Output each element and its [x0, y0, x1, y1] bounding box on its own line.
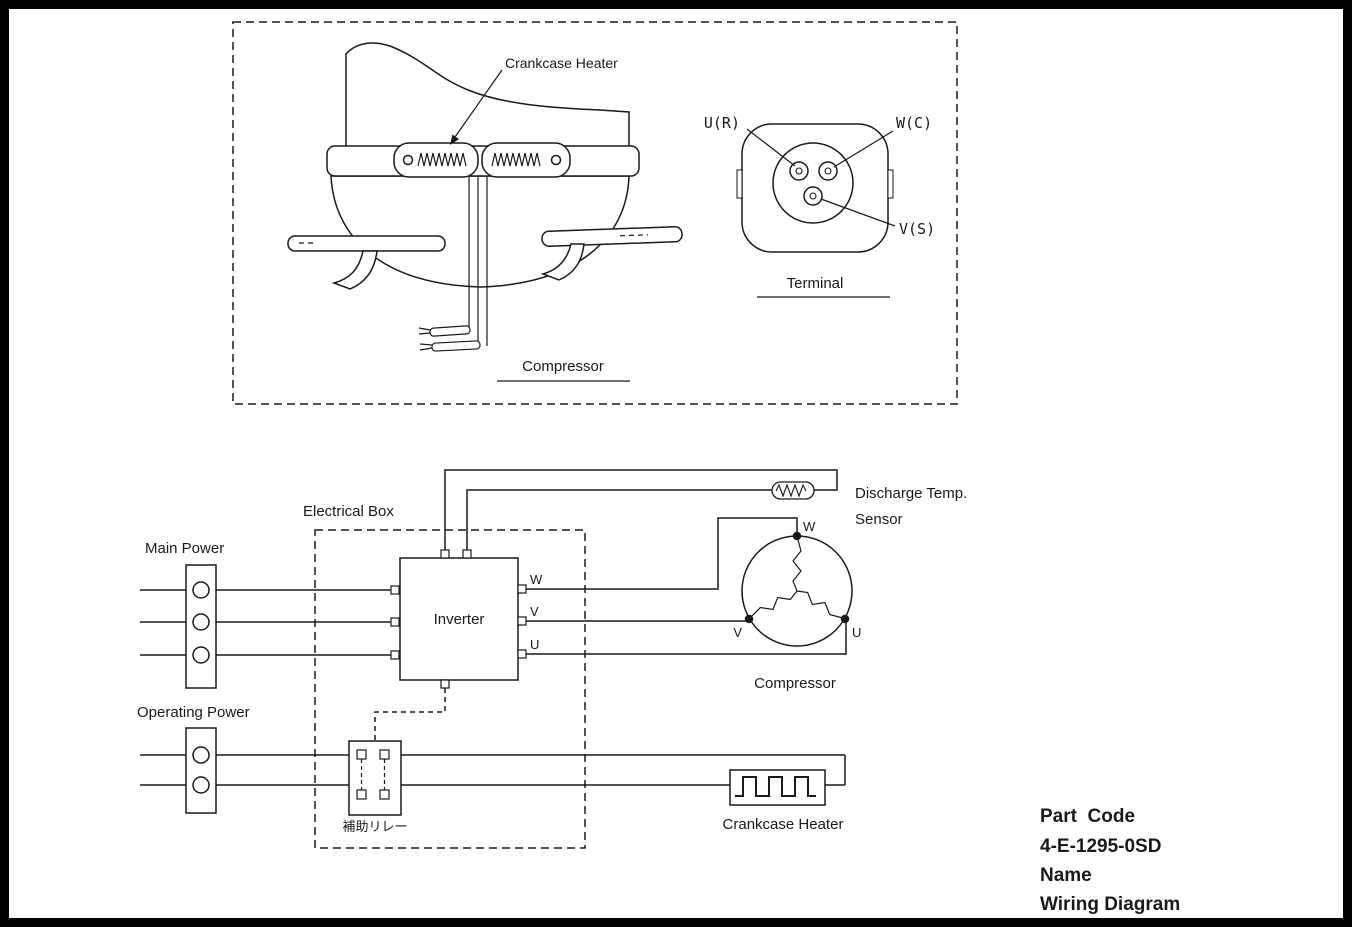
discharge-sensor-label-line1: Discharge Temp.	[855, 485, 967, 502]
name-label: Name	[1040, 865, 1092, 886]
terminal-pin-ur-label: U(R)	[704, 114, 740, 132]
part-code-value: 4-E-1295-0SD	[1040, 836, 1161, 857]
terminal-detail	[736, 123, 896, 253]
motor-windings	[748, 535, 845, 620]
crankcase-heater-label-top: Crankcase Heater	[505, 55, 618, 71]
crankcase-heater-label: Crankcase Heater	[723, 816, 844, 833]
terminal-pin-vs-label: V(S)	[899, 220, 935, 238]
terminal-pin-w	[818, 161, 838, 181]
compressor-illustration	[287, 42, 683, 352]
crankcase-heater-box	[729, 769, 826, 806]
operating-power-label: Operating Power	[137, 704, 250, 721]
relay-box	[348, 740, 402, 816]
inverter-out-v-label: V	[530, 604, 539, 619]
right-mount-bracket	[541, 226, 683, 247]
inverter-out-u-label: U	[530, 637, 539, 652]
compressor-terminal-v-label: V	[733, 625, 742, 640]
left-foot	[331, 250, 378, 290]
terminal-pin-u	[789, 161, 809, 181]
terminal-pin-wc-label: W(C)	[896, 114, 932, 132]
main-power-terminal-block	[185, 564, 217, 689]
terminal-pin-v	[803, 186, 823, 206]
discharge-sensor-label-line2: Sensor	[855, 511, 903, 528]
electrical-box	[314, 529, 586, 849]
right-foot	[540, 243, 585, 281]
crankcase-heater-callout: Crankcase Heater	[450, 55, 618, 145]
inverter-out-w-label: W	[530, 572, 543, 587]
relay-label: 補助リレー	[342, 819, 407, 834]
lead-connectors	[418, 325, 481, 352]
detail-panel-border	[232, 21, 958, 405]
inverter-label: Inverter	[434, 611, 485, 628]
name-value: Wiring Diagram	[1040, 894, 1180, 915]
heater-element-left	[393, 142, 479, 178]
compressor-motor	[741, 531, 853, 647]
schematic-wires	[140, 469, 847, 786]
compressor-label: Compressor	[754, 675, 836, 692]
inverter-box	[390, 549, 527, 689]
terminal-caption: Terminal	[787, 275, 844, 292]
main-power-label: Main Power	[145, 540, 224, 557]
discharge-temp-sensor	[771, 481, 815, 500]
callout-arrowhead	[450, 134, 459, 145]
part-code-label: Part Code	[1040, 806, 1135, 827]
compressor-terminal-w-label: W	[803, 519, 816, 534]
compressor-terminal-u-label: U	[852, 625, 861, 640]
compressor-caption-top: Compressor	[522, 358, 604, 375]
electrical-box-label: Electrical Box	[303, 503, 394, 520]
operating-power-terminal-block	[185, 727, 217, 814]
title-block: Part Code 4-E-1295-0SD Name Wiring Diagr…	[1040, 806, 1180, 915]
